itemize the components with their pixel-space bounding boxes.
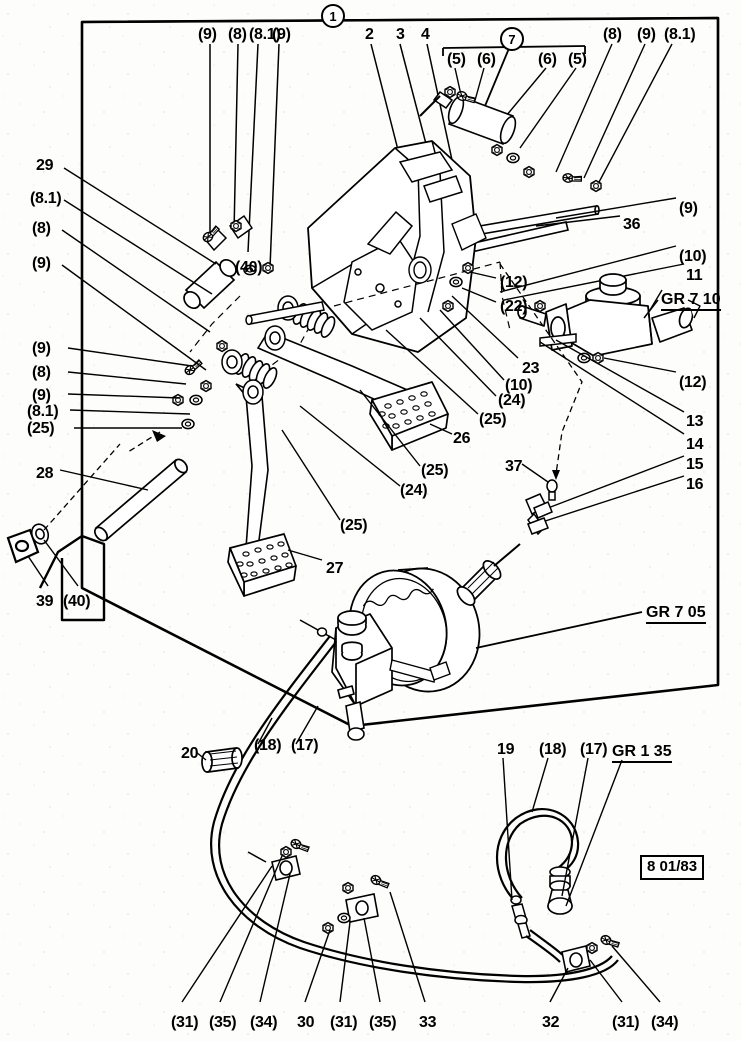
part-label-l-12-b: (12)	[679, 374, 707, 391]
part-label-l-2: 2	[365, 26, 374, 43]
part-label-l-10-a: (10)	[679, 248, 707, 265]
part-label-l-24-a: (24)	[498, 392, 526, 409]
part-label-l-18-a: (18)	[254, 737, 282, 754]
part-label-l-36: 36	[623, 216, 641, 233]
part-label-l-8-a: (8)	[228, 26, 247, 43]
part-label-l-9-b: (9)	[272, 26, 291, 43]
part-label-l-16: 16	[686, 476, 704, 493]
part-label-l-31-a: (31)	[171, 1014, 199, 1031]
part-label-l-35-b: (35)	[369, 1014, 397, 1031]
part-label-l-3: 3	[396, 26, 405, 43]
part-label-l-9-d: (9)	[32, 255, 51, 272]
part-label-l-39: 39	[36, 593, 54, 610]
part-label-l-9-f: (9)	[32, 387, 51, 404]
part-label-l-81-c: (8.1)	[30, 190, 62, 207]
part-label-l-8-b: (8)	[603, 26, 622, 43]
group-ref-gr135: GR 1 35	[612, 744, 672, 763]
part-label-l-20: 20	[181, 745, 199, 762]
part-label-l-25-d: (25)	[340, 517, 368, 534]
part-label-l-6-b: (6)	[538, 51, 557, 68]
part-label-l-5-a: (5)	[447, 51, 466, 68]
part-label-l-40-a: (40)	[63, 593, 91, 610]
part-label-l-81-a: (8.1)	[249, 26, 281, 43]
part-label-l-34-a: (34)	[250, 1014, 278, 1031]
part-label-l-35-a: (35)	[209, 1014, 237, 1031]
part-label-l-30: 30	[297, 1014, 315, 1031]
part-label-l-14: 14	[686, 436, 704, 453]
part-label-l-22: (22)	[500, 298, 528, 315]
group-ref-gr705: GR 7 05	[646, 605, 706, 624]
circled-ref-c7: 7	[500, 27, 524, 51]
part-label-l-8-c: (8)	[32, 220, 51, 237]
part-label-l-17-b: (17)	[580, 741, 608, 758]
circled-ref-c1: 1	[321, 4, 345, 28]
date-stamp: 8 01/83	[640, 855, 705, 880]
group-ref-gr710: GR 7 10	[661, 292, 721, 311]
part-label-l-29: 29	[36, 157, 54, 174]
part-label-l-9-a: (9)	[198, 26, 217, 43]
part-label-l-31-b: (31)	[330, 1014, 358, 1031]
part-label-l-5-b: (5)	[568, 51, 587, 68]
part-label-l-25-c: (25)	[421, 462, 449, 479]
part-label-l-19: 19	[497, 741, 515, 758]
part-label-l-25-a: (25)	[27, 420, 55, 437]
part-label-l-81-d: (8.1)	[27, 403, 59, 420]
part-label-l-24-b: (24)	[400, 482, 428, 499]
part-label-l-4: 4	[421, 26, 430, 43]
part-label-l-25-b: (25)	[479, 411, 507, 428]
part-label-l-9-c: (9)	[637, 26, 656, 43]
part-label-l-9-e: (9)	[32, 340, 51, 357]
part-label-l-13: 13	[686, 413, 704, 430]
part-label-l-12-a: (12)	[500, 274, 528, 291]
part-label-l-81-b: (8.1)	[664, 26, 696, 43]
part-label-l-18-b: (18)	[539, 741, 567, 758]
part-label-l-31-c: (31)	[612, 1014, 640, 1031]
part-label-l-6-a: (6)	[477, 51, 496, 68]
part-label-l-32: 32	[542, 1014, 560, 1031]
part-label-l-11: 11	[686, 267, 703, 284]
part-label-l-17-a: (17)	[291, 737, 319, 754]
part-label-l-40-b: (40)	[235, 259, 263, 276]
part-label-l-33: 33	[419, 1014, 437, 1031]
part-label-l-15: 15	[686, 456, 704, 473]
part-label-l-27: 27	[326, 560, 344, 577]
part-label-l-37: 37	[505, 458, 523, 475]
part-label-l-28: 28	[36, 465, 54, 482]
part-label-l-23: 23	[522, 360, 540, 377]
part-label-l-10-b: (10)	[505, 377, 533, 394]
part-label-l-9-g: (9)	[679, 200, 698, 217]
part-label-l-8-d: (8)	[32, 364, 51, 381]
part-label-l-34-b: (34)	[651, 1014, 679, 1031]
part-label-l-26: 26	[453, 430, 471, 447]
